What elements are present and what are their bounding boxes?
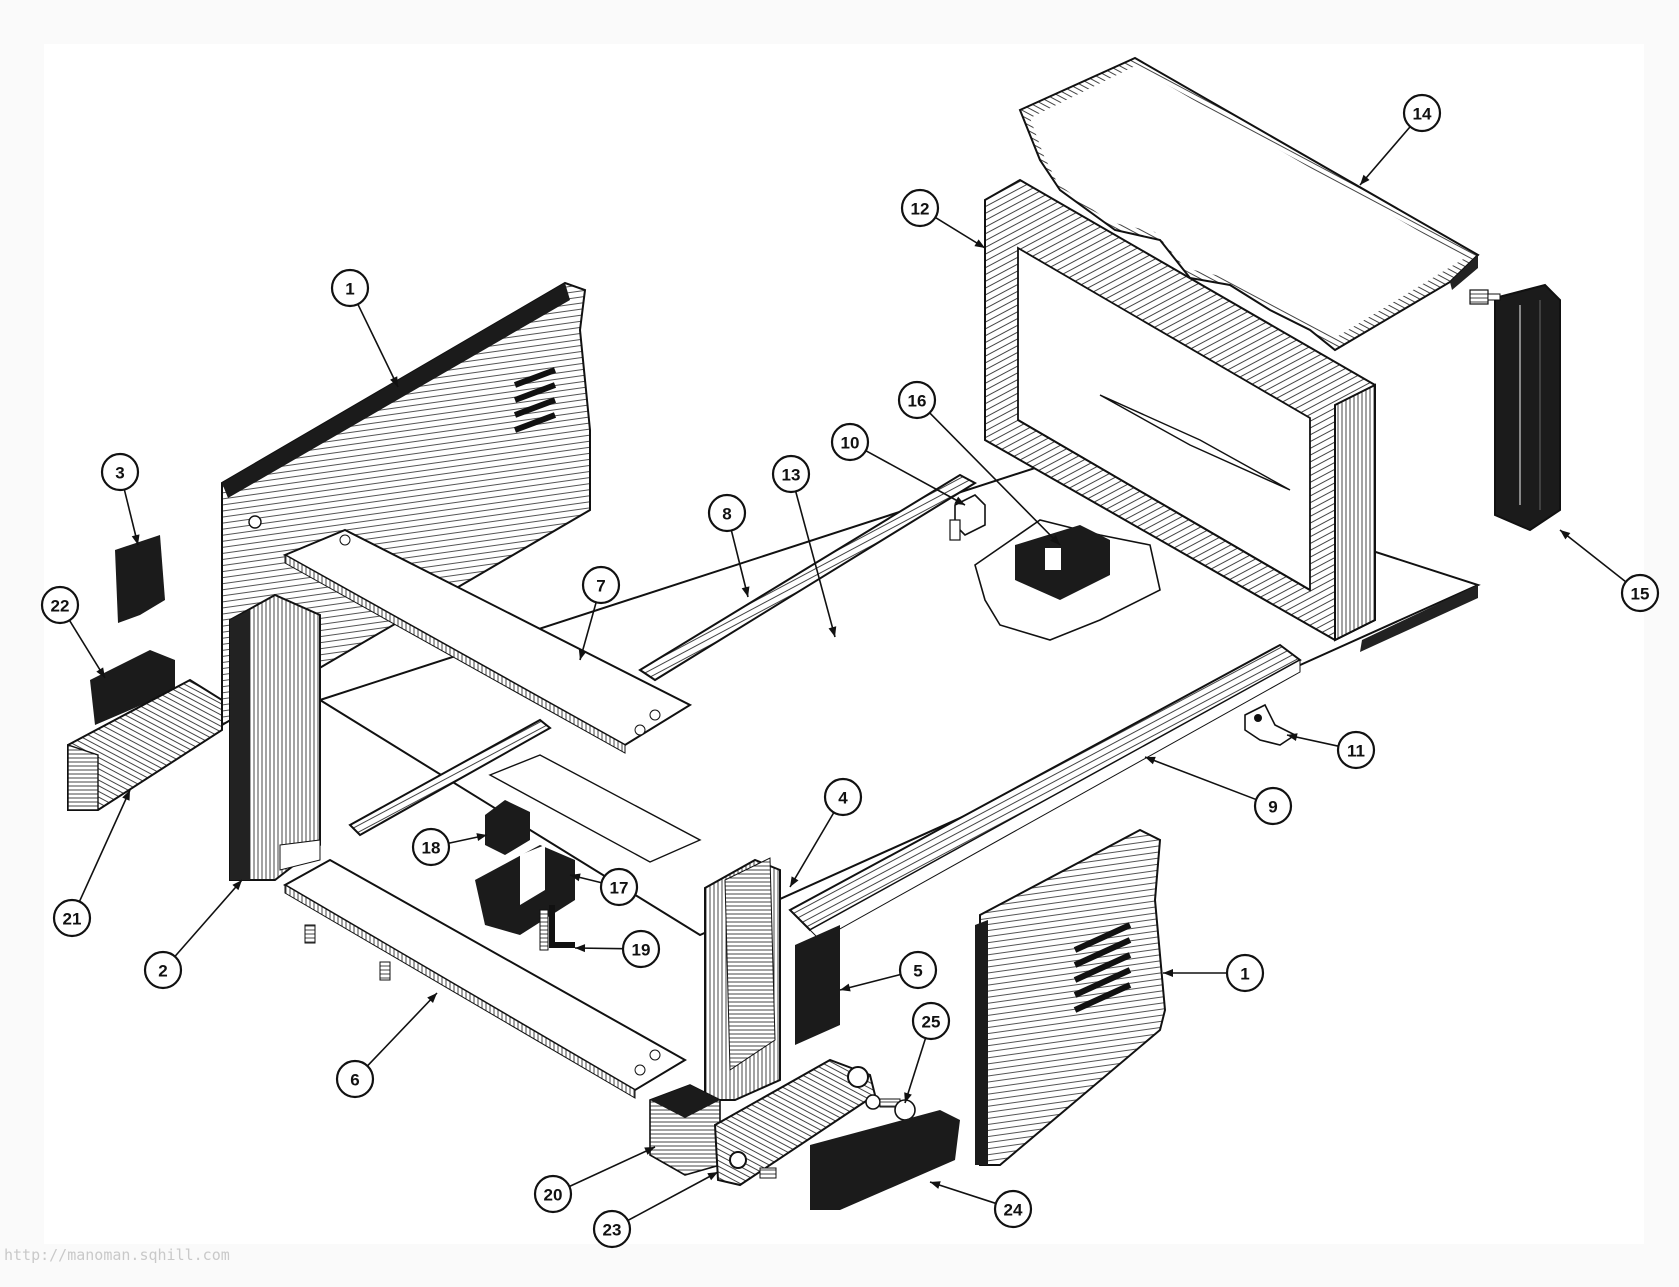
callout-number: 1 xyxy=(1240,965,1249,984)
callout-number: 8 xyxy=(722,505,731,524)
screw-19 xyxy=(540,910,548,950)
front-right-upright xyxy=(705,858,780,1100)
callout-number: 9 xyxy=(1268,798,1277,817)
callout-number: 12 xyxy=(911,200,930,219)
watermark-url: http://manoman.sqhill.com xyxy=(4,1246,230,1264)
callout-number: 23 xyxy=(603,1221,622,1240)
callout-number: 2 xyxy=(158,962,167,981)
callout-number: 16 xyxy=(908,392,927,411)
callout-number: 14 xyxy=(1413,105,1432,124)
bottom-screw-a xyxy=(305,925,315,943)
callout-number: 17 xyxy=(610,879,629,898)
callout-number: 13 xyxy=(782,466,801,485)
foot xyxy=(650,1085,720,1175)
black-strip xyxy=(795,925,840,1045)
callout-number: 15 xyxy=(1631,585,1650,604)
callout-number: 19 xyxy=(632,941,651,960)
callout-number: 7 xyxy=(596,577,605,596)
callout-number: 22 xyxy=(51,597,70,616)
callout-number: 20 xyxy=(544,1186,563,1205)
callout-number: 1 xyxy=(345,280,354,299)
callout-number: 3 xyxy=(115,464,124,483)
front-left-upright xyxy=(230,595,320,880)
callout-number: 11 xyxy=(1347,742,1365,761)
callout-number: 24 xyxy=(1004,1201,1023,1220)
callout-number: 18 xyxy=(422,839,441,858)
handle-screw xyxy=(760,1168,776,1178)
callout-number: 25 xyxy=(922,1013,941,1032)
callout-number: 4 xyxy=(838,789,848,808)
callout-number: 21 xyxy=(63,910,82,929)
bottom-screw-b xyxy=(380,962,390,980)
callout-number: 6 xyxy=(350,1071,359,1090)
rear-handle-bracket xyxy=(1495,285,1560,530)
callout-number: 10 xyxy=(841,434,860,453)
callout-number: 5 xyxy=(913,962,922,981)
